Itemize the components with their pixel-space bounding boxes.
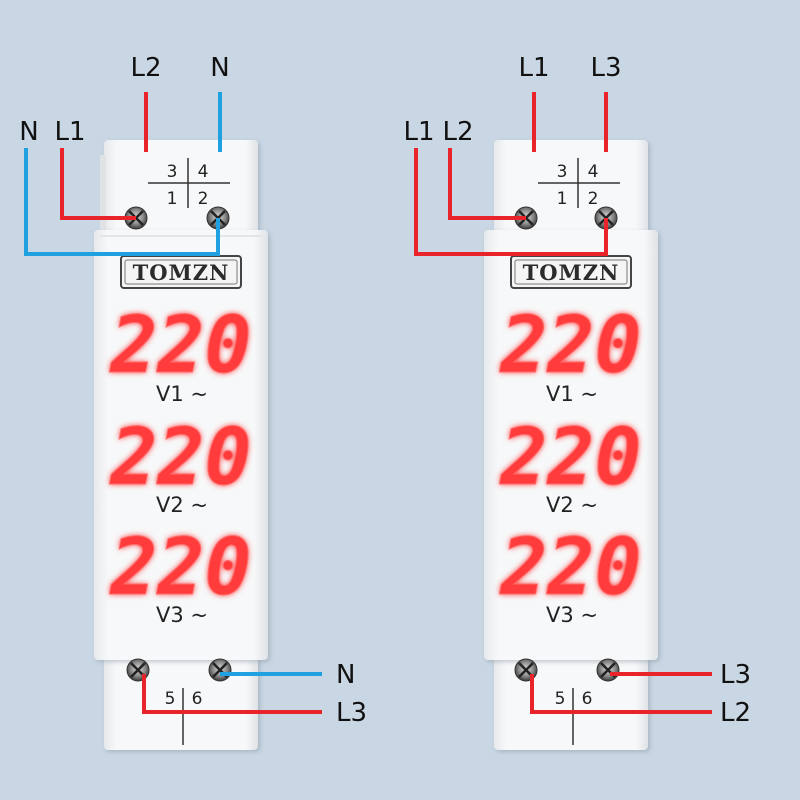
left-terminal-1: 1 [167,189,178,209]
left-terminal-4: 4 [198,162,209,182]
right-terminal-6: 6 [582,689,593,709]
left-brand-badge-inner [124,259,238,285]
left-display-v2: 220 [109,413,252,503]
left-display-v3-label: V3 ~ [156,603,208,627]
right-display-v2: 220 [499,413,642,503]
right-wire-side-l1 [414,148,608,256]
screw-icon [596,658,620,682]
left-display-v2-label: V2 ~ [156,493,208,517]
left-display-v1-label: V1 ~ [156,382,208,406]
left-meter: 3 4 1 2 TOMZN 220 V1 ~ 220 V2 ~ 220 V3 ~ [19,53,367,750]
screw-icon [208,658,232,682]
left-wire-bottom-l3 [142,674,322,714]
screw-icon [514,658,538,682]
left-terminal-3: 3 [167,162,178,182]
right-display-v1: 220 [499,301,642,391]
left-display-v1: 220 [109,301,252,391]
left-wire-side-l1 [60,148,136,220]
right-meter-body [484,230,658,660]
right-label-top-l3: L3 [590,53,621,83]
left-label-side-n: N [19,117,38,147]
left-terminal-5: 5 [165,689,176,709]
right-label-top-l1: L1 [518,53,549,83]
right-display-v1-label: V1 ~ [546,382,598,406]
left-top-rail [100,155,106,235]
right-label-side-l2: L2 [442,117,473,147]
right-terminal-5: 5 [555,689,566,709]
left-label-bottom-n: N [336,660,355,690]
left-wire-side-n [24,148,220,256]
right-wire-bottom-l2 [530,674,712,714]
right-terminal-3: 3 [557,162,568,182]
right-label-bottom-l2: L2 [720,698,751,728]
right-brand-logo: TOMZN [523,260,620,285]
right-terminal-2: 2 [588,189,599,209]
right-display-v3-label: V3 ~ [546,603,598,627]
left-terminal-6: 6 [192,689,203,709]
right-terminal-4: 4 [588,162,599,182]
left-meter-body [94,230,268,660]
right-label-side-l1: L1 [403,117,434,147]
right-display-v3: 220 [499,523,642,613]
right-terminal-1: 1 [557,189,568,209]
right-brand-badge-inner [514,259,628,285]
left-display-v3: 220 [109,523,252,613]
left-label-side-l1: L1 [54,117,85,147]
left-brand-logo: TOMZN [133,260,230,285]
left-terminal-2: 2 [198,189,209,209]
right-display-v2-label: V2 ~ [546,493,598,517]
right-meter: 3 4 1 2 TOMZN 220 V1 ~ 220 V2 ~ 220 V3 ~ [403,53,751,750]
right-label-bottom-l3: L3 [720,660,751,690]
left-label-top-l2: L2 [130,53,161,83]
left-label-top-n: N [210,53,229,83]
right-wire-side-l2 [448,148,526,220]
left-label-bottom-l3: L3 [336,698,367,728]
